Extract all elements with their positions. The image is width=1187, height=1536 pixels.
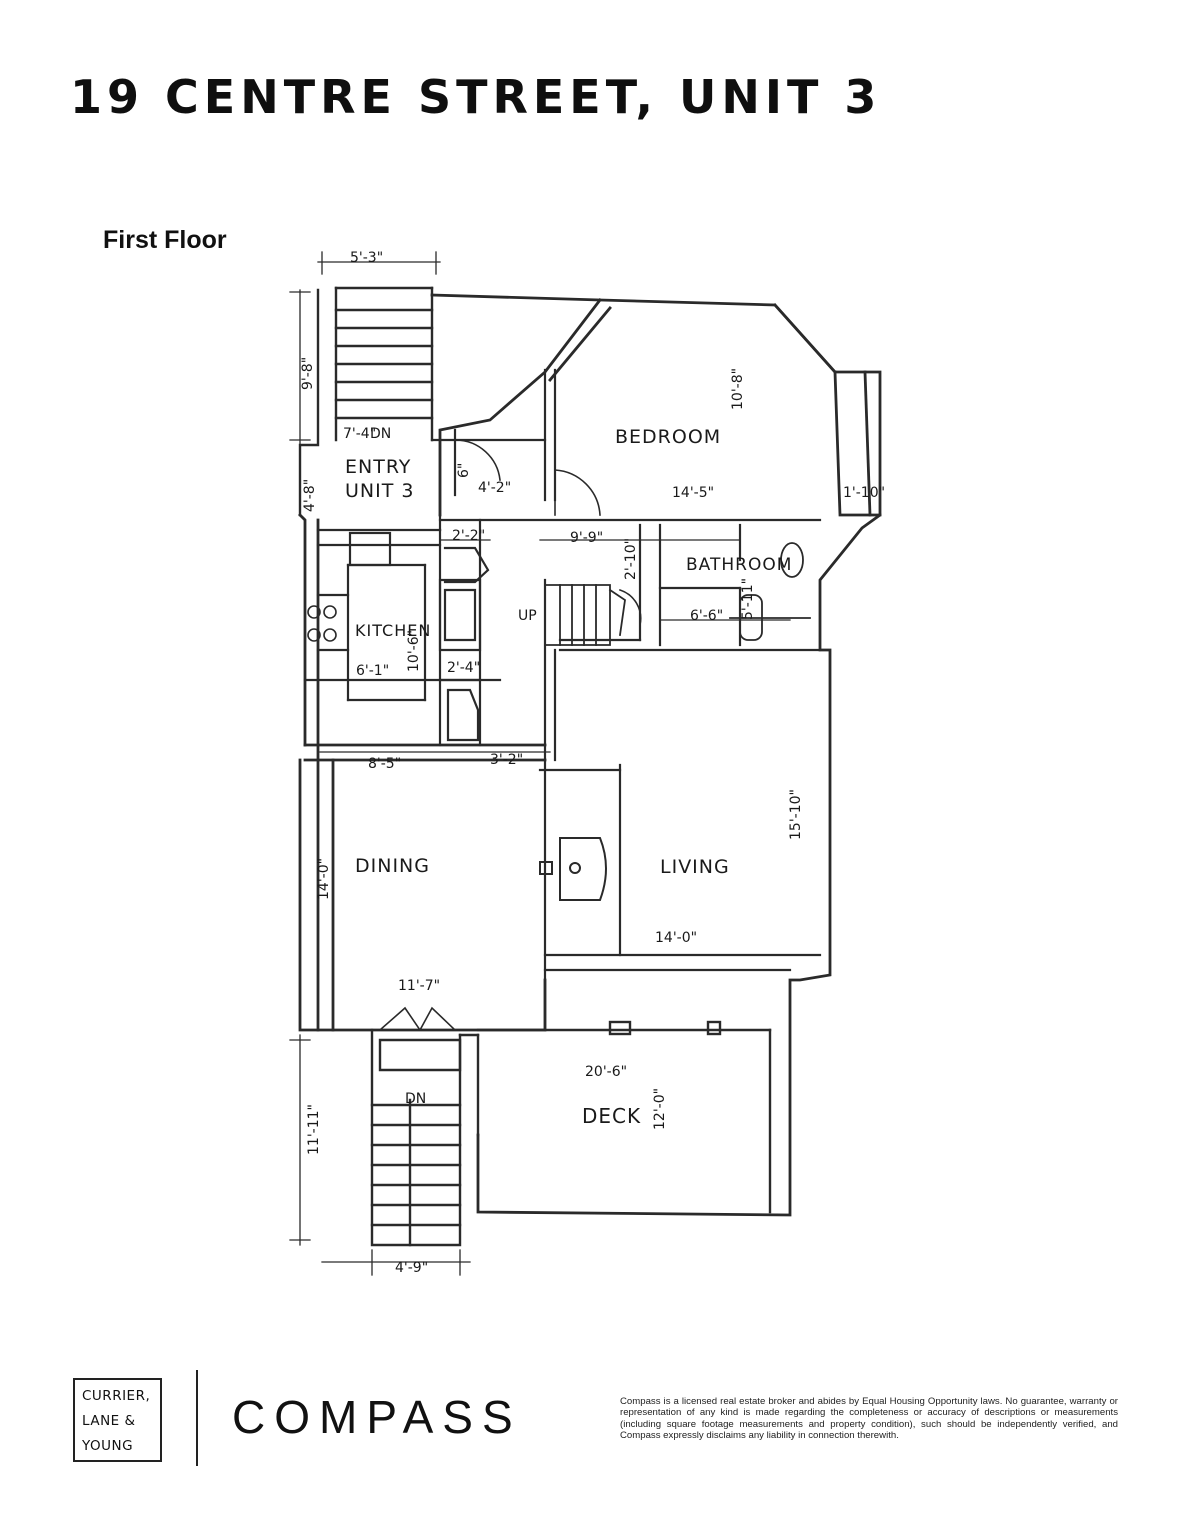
interior-walls (303, 368, 822, 1032)
dim-dining-depth: 14'-0" (316, 858, 332, 900)
bathroom-fixtures (729, 542, 811, 641)
team-logo-line2: LANE & (82, 1413, 136, 1429)
dim-rear-stair-length: 11'-11" (306, 1104, 322, 1155)
dim-kitchen-depth: 10'-6" (406, 630, 422, 672)
floor-plan-drawing: BEDROOM ENTRY UNIT 3 BATHROOM KITCHEN DI… (289, 250, 885, 1276)
dim-kitchen-width: 6'-1" (356, 663, 389, 679)
dim-entry-landing: 7'-4" (343, 426, 376, 442)
dim-living-depth: 15'-10" (788, 789, 804, 840)
dimension-lines (289, 251, 791, 1276)
dim-deck-width: 20'-6" (585, 1064, 627, 1080)
stair-label-dn-bottom: DN (405, 1091, 426, 1107)
room-label-bedroom: BEDROOM (615, 426, 721, 448)
room-label-deck: DECK (582, 1104, 641, 1128)
dim-pantry: 2'-4" (447, 660, 480, 676)
dim-dining-upper: 8'-5" (368, 756, 401, 772)
dim-hall-4-2: 4'-2" (478, 480, 511, 496)
deck-outline (370, 1020, 772, 1247)
dim-entry-height: 4'-8" (302, 479, 318, 512)
team-logo-line1: CURRIER, (82, 1388, 151, 1404)
room-label-living: LIVING (660, 856, 730, 878)
dim-dining-width: 11'-7" (398, 978, 440, 994)
dim-bath-5-11: 5'-11" (740, 578, 756, 620)
dim-deck-depth: 12'-0" (652, 1088, 668, 1130)
stair-label-up: UP (518, 608, 537, 624)
dim-hall-2-10: 2'-10" (623, 538, 639, 580)
dim-bedroom-width: 14'-5" (672, 485, 714, 501)
legal-disclaimer: Compass is a licensed real estate broker… (620, 1396, 1118, 1442)
dim-entry-stair-width: 5'-3" (350, 250, 383, 266)
dim-entry-stair-length: 9'-8" (300, 357, 316, 390)
dim-bedroom-depth: 10'-8" (730, 368, 746, 410)
entry-stair (298, 286, 434, 517)
compass-logo: COMPASS (232, 1391, 522, 1443)
team-logo-line3: YOUNG (82, 1438, 134, 1454)
dim-closet-2-2: 2'-2" (452, 528, 485, 544)
kitchen-stove (307, 605, 337, 642)
room-label-entry: ENTRY (345, 456, 411, 478)
stair-label-dn-top: DN (370, 426, 391, 442)
logo-divider (196, 1370, 198, 1466)
room-label-kitchen: KITCHEN (355, 621, 431, 640)
dim-living-width: 14'-0" (655, 930, 697, 946)
dim-passage: 3'-2" (490, 752, 523, 768)
room-label-entry-unit: UNIT 3 (345, 480, 414, 502)
team-logo: CURRIER, LANE & YOUNG (73, 1378, 162, 1462)
dim-bath-6-6: 6'-6" (690, 608, 723, 624)
dim-bay: 1'-10" (843, 485, 885, 501)
dim-rear-stair-width: 4'-9" (395, 1260, 428, 1276)
dim-hall-6: 6" (456, 463, 472, 478)
interior-stair (544, 584, 626, 646)
fireplace (539, 837, 607, 901)
floor-label: First Floor (103, 226, 227, 254)
room-label-dining: DINING (355, 855, 430, 877)
door-swings (378, 439, 642, 1032)
dim-hall-9-9: 9'-9" (570, 530, 603, 546)
room-label-bathroom: BATHROOM (686, 555, 792, 575)
page-title: 19 CENTRE STREET, UNIT 3 (70, 70, 882, 124)
